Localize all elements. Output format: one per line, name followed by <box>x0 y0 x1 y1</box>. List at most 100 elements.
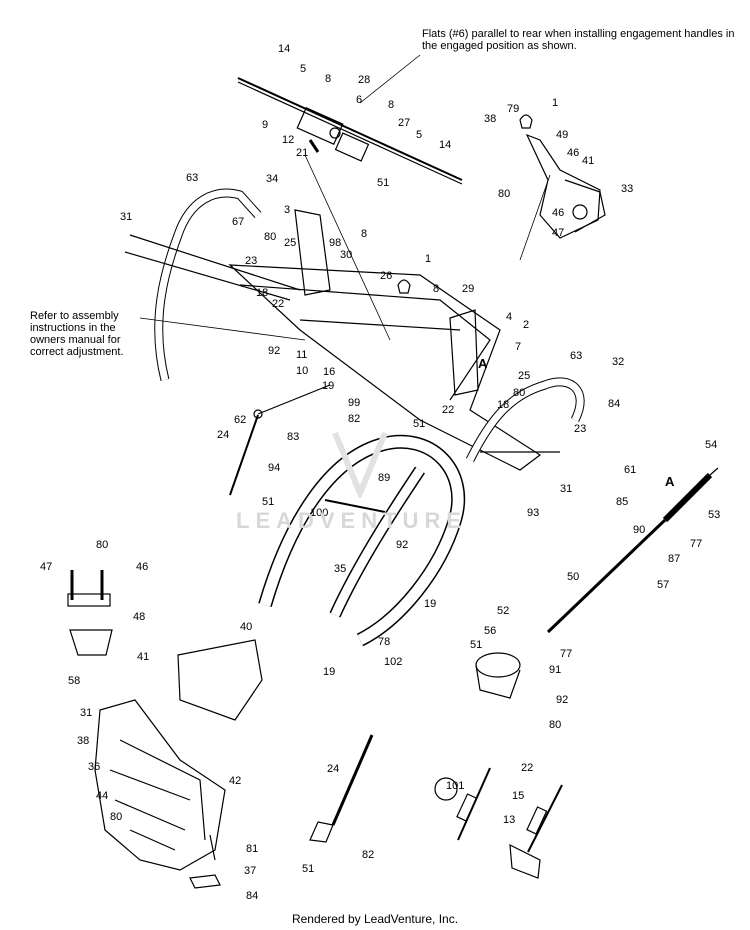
part-callout-2: 2 <box>523 319 529 331</box>
right-upper-handle <box>465 377 585 463</box>
part-callout-99: 99 <box>348 397 360 409</box>
part-callout-58: 58 <box>68 675 80 687</box>
part-callout-1: 1 <box>552 97 558 109</box>
part-callout-41: 41 <box>137 651 149 663</box>
part-callout-40: 40 <box>240 621 252 633</box>
discharge-chute-assembly <box>67 570 263 889</box>
part-callout-23: 23 <box>574 423 586 435</box>
chute-deflector <box>475 652 521 699</box>
part-callout-18: 18 <box>497 399 509 411</box>
part-callout-14: 14 <box>439 139 451 151</box>
part-callout-8: 8 <box>325 73 331 85</box>
part-callout-42: 42 <box>229 775 241 787</box>
part-callout-92: 92 <box>556 694 568 706</box>
part-callout-3: 3 <box>284 204 290 216</box>
shift-bracket-assembly <box>519 114 606 239</box>
part-callout-83: 83 <box>287 431 299 443</box>
part-callout-36: 36 <box>88 761 100 773</box>
part-callout-31: 31 <box>120 211 132 223</box>
chute-crank <box>309 734 374 843</box>
part-callout-19: 19 <box>323 666 335 678</box>
part-callout-25: 25 <box>518 370 530 382</box>
part-callout-13: 13 <box>503 814 515 826</box>
part-callout-50: 50 <box>567 571 579 583</box>
part-callout-93: 93 <box>527 507 539 519</box>
left-upper-handle <box>124 188 301 382</box>
part-callout-101: 101 <box>446 780 464 792</box>
part-callout-24: 24 <box>217 429 229 441</box>
part-callout-100: 100 <box>310 507 328 519</box>
part-callout-16: 16 <box>323 366 335 378</box>
part-callout-44: 44 <box>96 790 108 802</box>
part-callout-82: 82 <box>362 849 374 861</box>
part-callout-5: 5 <box>300 63 306 75</box>
part-callout-1: 1 <box>425 253 431 265</box>
part-callout-34: 34 <box>266 173 278 185</box>
part-callout-94: 94 <box>268 462 280 474</box>
part-callout-5: 5 <box>416 129 422 141</box>
footer-credit: Rendered by LeadVenture, Inc. <box>291 912 459 926</box>
part-callout-19: 19 <box>424 598 436 610</box>
part-callout-57: 57 <box>657 579 669 591</box>
part-callout-22: 22 <box>521 762 533 774</box>
part-callout-48: 48 <box>133 611 145 623</box>
part-callout-9: 9 <box>262 119 268 131</box>
part-callout-62: 62 <box>234 414 246 426</box>
part-callout-7: 7 <box>515 341 521 353</box>
part-callout-26: 26 <box>380 270 392 282</box>
handle-panel-frame <box>228 209 542 471</box>
part-callout-21: 21 <box>296 147 308 159</box>
part-callout-A: A <box>478 356 488 371</box>
part-callout-61: 61 <box>624 464 636 476</box>
part-callout-49: 49 <box>556 129 568 141</box>
part-callout-10: 10 <box>296 365 308 377</box>
part-callout-31: 31 <box>80 707 92 719</box>
part-callout-79: 79 <box>507 103 519 115</box>
part-callout-46: 46 <box>567 147 579 159</box>
part-callout-63: 63 <box>570 350 582 362</box>
installation-note: Flats (#6) parallel to rear when install… <box>422 28 735 52</box>
deflector-cable <box>546 467 719 634</box>
part-callout-53: 53 <box>708 509 720 521</box>
part-callout-23: 23 <box>245 255 257 267</box>
part-callout-63: 63 <box>186 172 198 184</box>
watermark-text: LEADVENTURE <box>236 508 468 533</box>
lower-handle <box>258 434 466 647</box>
part-callout-92: 92 <box>268 345 280 357</box>
part-callout-8: 8 <box>361 228 367 240</box>
part-callout-38: 38 <box>77 735 89 747</box>
part-callout-54: 54 <box>705 439 717 451</box>
adjustment-note: Refer to assembly instructions in the ow… <box>30 310 124 358</box>
part-callout-85: 85 <box>616 496 628 508</box>
part-callout-84: 84 <box>246 890 258 902</box>
part-callout-30: 30 <box>340 249 352 261</box>
part-callout-91: 91 <box>549 664 561 676</box>
part-callout-80: 80 <box>264 231 276 243</box>
part-callout-77: 77 <box>560 648 572 660</box>
part-callout-11: 11 <box>296 349 307 361</box>
part-callout-15: 15 <box>512 790 524 802</box>
part-callout-22: 22 <box>442 404 454 416</box>
part-callout-81: 81 <box>246 843 258 855</box>
part-callout-80: 80 <box>96 539 108 551</box>
part-callout-37: 37 <box>244 865 256 877</box>
part-callout-56: 56 <box>484 625 496 637</box>
part-callout-84: 84 <box>608 398 620 410</box>
part-callout-90: 90 <box>633 524 645 536</box>
part-callout-31: 31 <box>560 483 572 495</box>
part-callout-28: 28 <box>358 74 370 86</box>
part-callout-29: 29 <box>462 283 474 295</box>
part-callout-24: 24 <box>327 763 339 775</box>
part-callout-80: 80 <box>513 387 525 399</box>
part-callout-14: 14 <box>278 43 290 55</box>
part-callout-6: 6 <box>356 94 362 106</box>
part-callout-51: 51 <box>470 639 482 651</box>
part-callout-12: 12 <box>282 134 294 146</box>
part-callout-27: 27 <box>398 117 410 129</box>
part-callout-38: 38 <box>484 113 496 125</box>
part-callout-102: 102 <box>384 656 402 668</box>
part-callout-33: 33 <box>621 183 633 195</box>
part-callout-80: 80 <box>549 719 561 731</box>
part-callout-47: 47 <box>552 227 564 239</box>
